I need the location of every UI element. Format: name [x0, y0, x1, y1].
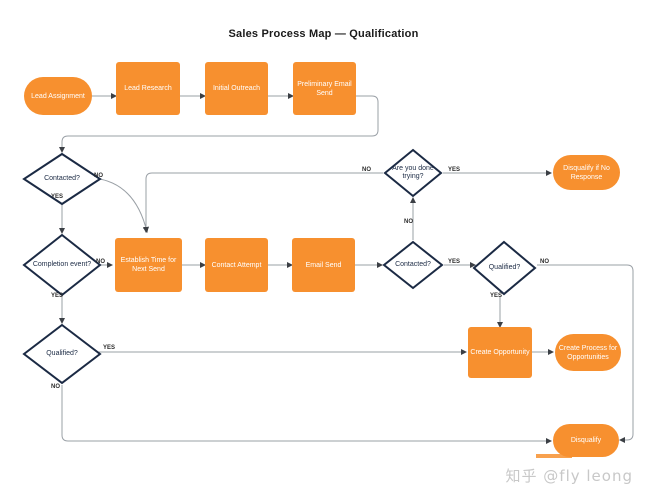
- node-contact-attempt[interactable]: Contact Attempt: [205, 238, 268, 292]
- decision-contacted-left[interactable]: Contacted?: [22, 152, 102, 206]
- node-label: Lead Assignment: [31, 92, 85, 100]
- decision-completion-event[interactable]: Completion event?: [22, 233, 102, 297]
- node-label: Qualified?: [46, 350, 78, 357]
- node-disqualify[interactable]: Disqualify: [553, 424, 619, 457]
- node-lead-assignment[interactable]: Lead Assignment: [24, 77, 92, 115]
- node-label: Establish Time for Next Send: [120, 257, 177, 273]
- node-create-opportunity[interactable]: Create Opportunity: [468, 327, 532, 378]
- node-email-send[interactable]: Email Send: [292, 238, 355, 292]
- node-label: Create Opportunity: [470, 349, 530, 356]
- decision-are-you-done-trying[interactable]: Are you done trying?: [383, 148, 443, 198]
- node-preliminary-email-send[interactable]: Preliminary Email Send: [293, 62, 356, 115]
- node-disqualify-if-no-response[interactable]: Disqualify if No Response: [553, 155, 620, 190]
- node-label: Are you done trying?: [392, 165, 434, 180]
- decision-qualified-left[interactable]: Qualified?: [22, 323, 102, 385]
- diamond-shape: [22, 233, 102, 297]
- watermark-text: 知乎 @fly leong: [505, 467, 633, 485]
- edge-label-contacted-left-no: NO: [94, 173, 103, 179]
- edge-label-contacted-middle-no: NO: [404, 219, 413, 225]
- edge-label-qualified-right-no: NO: [540, 259, 549, 265]
- edge-label-done-trying-no: NO: [362, 167, 371, 173]
- node-label: Initial Outreach: [212, 85, 261, 92]
- node-label: Email Send: [305, 261, 342, 269]
- edge-label-completion-event-yes: YES: [51, 293, 64, 299]
- edge-label-qualified-left-yes: YES: [103, 345, 116, 351]
- edge-label-contacted-left-yes: YES: [51, 194, 64, 200]
- node-label: Contact Attempt: [211, 261, 262, 269]
- diamond-shape: [472, 240, 537, 296]
- node-label: Completion event?: [32, 261, 92, 268]
- edge-label-qualified-right-yes: YES: [490, 293, 503, 299]
- edge-label-done-trying-yes: YES: [448, 167, 461, 173]
- edge-label-qualified-left-no: NO: [51, 384, 60, 390]
- diagram-title: Sales Process Map — Qualification: [228, 28, 419, 40]
- diamond-shape: [22, 152, 102, 206]
- node-initial-outreach[interactable]: Initial Outreach: [205, 62, 268, 115]
- watermark-bar: [536, 454, 572, 458]
- diamond-shape: [383, 148, 443, 198]
- node-label: Disqualify if No Response: [563, 164, 610, 181]
- node-lead-research[interactable]: Lead Research: [116, 62, 180, 115]
- node-label: Qualified?: [488, 264, 521, 271]
- decision-qualified-right[interactable]: Qualified?: [472, 240, 537, 296]
- node-label: Lead Research: [124, 85, 172, 92]
- node-create-process-for-opportunities[interactable]: Create Process for Opportunities: [555, 334, 621, 371]
- node-label: Create Process for Opportunities: [558, 344, 618, 361]
- node-label: Contacted?: [44, 175, 80, 182]
- node-label: Preliminary Email Send: [297, 80, 352, 97]
- decision-contacted-middle[interactable]: Contacted?: [382, 240, 444, 290]
- node-label: Contacted?: [395, 261, 431, 268]
- edge-label-contacted-middle-yes: YES: [448, 259, 461, 265]
- diamond-shape: [22, 323, 102, 385]
- node-label: Disqualify: [570, 437, 602, 444]
- node-establish-time[interactable]: Establish Time for Next Send: [115, 238, 182, 292]
- edge-label-completion-event-no: NO: [96, 259, 105, 265]
- diamond-shape: [382, 240, 444, 290]
